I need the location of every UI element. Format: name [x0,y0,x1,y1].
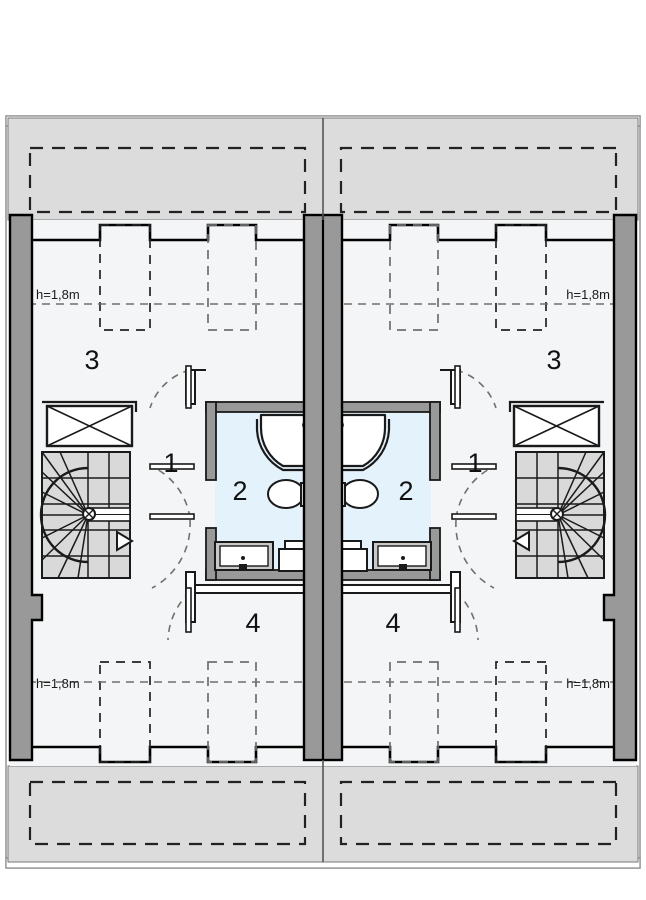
height-label: h=1,8m [566,287,610,302]
room-number: 3 [546,345,561,375]
room-number: 4 [385,608,400,638]
height-label: h=1,8m [36,287,80,302]
party-wall [302,118,344,862]
height-label-group: h=1,8m h=1,8m h=1,8m h=1,8m [36,287,610,691]
height-label: h=1,8m [566,676,610,691]
room-number: 2 [398,476,413,506]
room-number: 2 [232,476,247,506]
room-number: 3 [84,345,99,375]
height-label: h=1,8m [36,676,80,691]
room-number-group: 3 1 2 4 3 1 2 4 [84,345,561,638]
room-number: 4 [245,608,260,638]
dwelling-unit-left [6,116,325,864]
room-number: 1 [163,448,178,478]
dwelling-unit-right [321,116,640,864]
room-number: 1 [467,448,482,478]
